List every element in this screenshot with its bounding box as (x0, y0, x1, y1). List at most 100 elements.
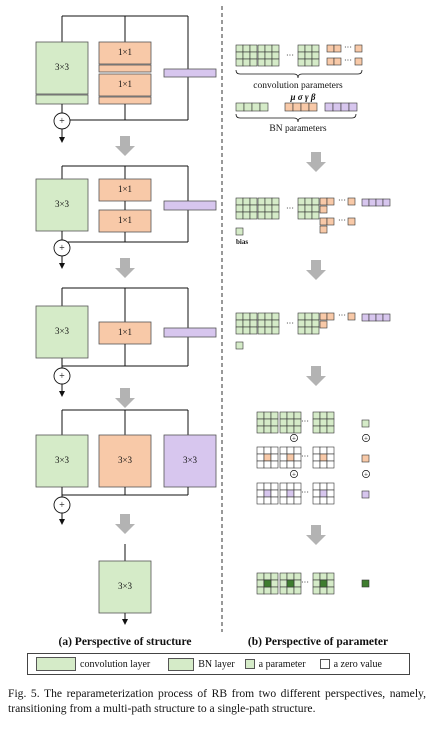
kernel-cell (326, 482, 335, 491)
kernel-cell (270, 411, 279, 420)
transition-arrow (306, 366, 326, 386)
bn-param-cell (292, 102, 302, 112)
kernel-cell (264, 44, 273, 53)
conv3x3-label: 3×3 (55, 199, 70, 209)
kernel-cell (270, 446, 279, 455)
identity-param-cell (368, 313, 377, 322)
padded-3x3-group: ·········++++ (256, 411, 370, 505)
kernel-cell (249, 58, 258, 67)
kernel-cell (249, 51, 258, 60)
kernel-cell (256, 586, 265, 595)
kernel-cell (311, 319, 320, 328)
conv3x3-label: 3×3 (55, 62, 70, 72)
add-symbol: + (364, 470, 368, 478)
kernel-cell (264, 204, 273, 213)
legend-zero-label: a zero value (333, 658, 382, 670)
kernel-cell (264, 197, 273, 206)
kernel-cell (311, 197, 320, 206)
kernel-cell (256, 579, 265, 588)
transition-arrow (115, 388, 135, 408)
kernel-cell (319, 425, 328, 434)
kernel-cell (235, 211, 244, 220)
kernel-cell (263, 418, 272, 427)
kernel-cell (311, 326, 320, 335)
add-symbol: + (59, 371, 65, 382)
kernel-cell (293, 586, 302, 595)
ellipsis: ··· (286, 51, 294, 60)
identity-param-cell (382, 313, 391, 322)
param-cell (354, 57, 363, 66)
kernel-cell (264, 319, 273, 328)
kernel-grid (235, 44, 258, 67)
conv3x3-label: 3×3 (55, 326, 70, 336)
add-symbol: + (59, 500, 65, 511)
kernel-cell (271, 51, 280, 60)
merged-1x1-group: ······ (235, 311, 391, 350)
conv3x3-block (35, 434, 89, 488)
kernel-cell (293, 453, 302, 462)
kernel-cell (293, 411, 302, 420)
brace (235, 69, 363, 79)
param-cell (319, 225, 328, 234)
kernel-cell (297, 58, 306, 67)
bn-param-cell (332, 102, 342, 112)
bn-param-cell (235, 102, 245, 112)
kernel-cell (297, 211, 306, 220)
kernel-cell (319, 446, 328, 455)
kernel-cell (312, 489, 321, 498)
kernel-cell (304, 51, 313, 60)
identity-param-cell (375, 198, 384, 207)
kernel-cell (249, 44, 258, 53)
identity-conv-block (163, 327, 217, 338)
kernel-cell (326, 489, 335, 498)
kernel-cell (263, 496, 272, 505)
kernel-cell (311, 58, 320, 67)
conv3x3-label: 3×3 (183, 455, 198, 465)
brace (235, 113, 357, 123)
kernel-cell (263, 489, 272, 498)
kernel-cell (235, 58, 244, 67)
kernel-cell (263, 411, 272, 420)
kernel-cell (286, 411, 295, 420)
add-node (362, 470, 370, 478)
kernel-cell (271, 319, 280, 328)
kernel-grid (312, 446, 335, 469)
kernel-cell (279, 572, 288, 581)
kernel-cell (326, 418, 335, 427)
kernel-cell (271, 44, 280, 53)
kernel-cell (264, 211, 273, 220)
kernel-cell (286, 453, 295, 462)
kernel-cell (249, 211, 258, 220)
conv1x1-block (98, 41, 152, 65)
kernel-cell (279, 482, 288, 491)
kernel-cell (270, 482, 279, 491)
kernel-cell (326, 411, 335, 420)
legend-conv-layer: convolution layer (36, 657, 150, 671)
kernel-cell (279, 496, 288, 505)
kernel-cell (286, 418, 295, 427)
kernel-cell (293, 496, 302, 505)
kernel-cell (242, 319, 251, 328)
ellipsis: ··· (286, 319, 294, 328)
kernel-cell (297, 44, 306, 53)
kernel-cell (242, 204, 251, 213)
param-cell (319, 205, 328, 214)
kernel-cell (297, 197, 306, 206)
kernel-cell (312, 482, 321, 491)
ellipsis: ··· (301, 578, 309, 587)
kernel-cell (249, 197, 258, 206)
ellipsis: ··· (338, 196, 346, 205)
final-bias-cell (361, 579, 370, 588)
kernel-cell (319, 482, 328, 491)
kernel-cell (242, 326, 251, 335)
kernel-cell (326, 460, 335, 469)
kernel-cell (279, 453, 288, 462)
figure-caption: Fig. 5. The reparameterization process o… (8, 686, 426, 716)
kernel-cell (271, 58, 280, 67)
conv3x3-block (35, 305, 89, 359)
kernel-cell (279, 425, 288, 434)
kernel-cell (319, 489, 328, 498)
kernel-cell (249, 319, 258, 328)
